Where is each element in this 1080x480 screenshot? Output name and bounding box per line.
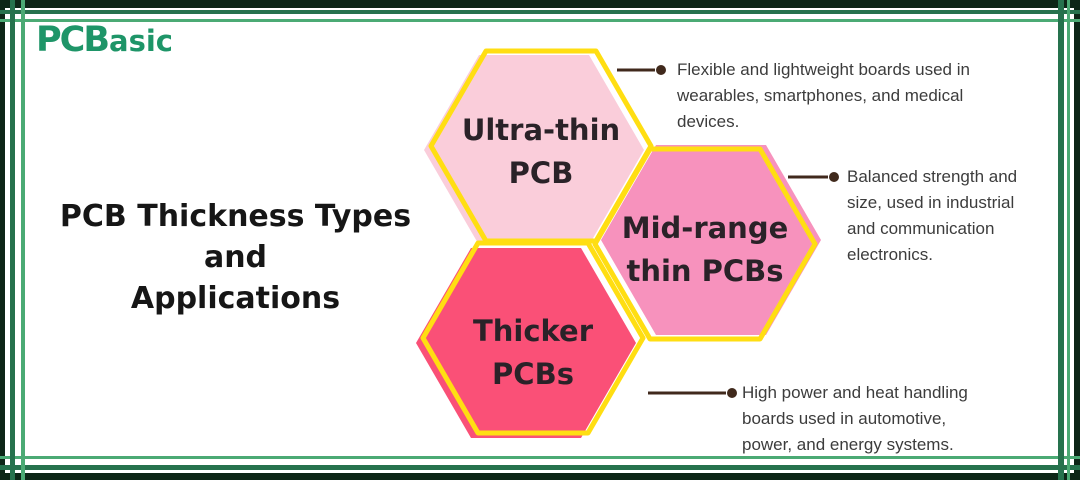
page-title-line1: PCB Thickness Types and — [59, 199, 412, 275]
frame-line-right-light — [1067, 0, 1070, 480]
description-thicker: High power and heat handling boards used… — [742, 380, 968, 458]
hexagon-thicker-label-line2: PCBs — [492, 357, 574, 391]
description-mid-range-line4: electronics. — [847, 245, 933, 264]
description-mid-range-line1: Balanced strength and — [847, 167, 1018, 186]
description-ultra-thin-line2: wearables, smartphones, and medical — [677, 86, 964, 105]
frame-edge-left — [0, 0, 5, 480]
pcbasic-logo: PCB asic — [36, 20, 173, 60]
frame-edge-bottom — [0, 473, 1080, 480]
connector-dot-thicker — [727, 388, 737, 398]
connector-dot-mid-range — [829, 172, 839, 182]
frame-edge-top — [0, 0, 1080, 8]
frame-line-left-dark — [10, 0, 15, 480]
description-thicker-line1: High power and heat handling — [742, 383, 968, 402]
frame-line-top-dark — [0, 10, 1080, 14]
description-mid-range-line2: size, used in industrial — [847, 193, 1015, 212]
hexagon-mid-range: Mid-range thin PCBs — [592, 145, 821, 342]
hexagon-mid-range-label-line1: Mid-range — [622, 211, 789, 245]
frame-line-top-light — [0, 19, 1080, 22]
description-ultra-thin-line1: Flexible and lightweight boards used in — [677, 60, 970, 79]
page-title: PCB Thickness Types and Applications — [28, 196, 443, 319]
hexagon-mid-range-outline — [592, 146, 818, 342]
hexagon-ultra-thin-fill — [424, 55, 644, 245]
hexagon-thicker-outline — [420, 240, 646, 436]
hexagon-ultra-thin-label-line2: PCB — [509, 156, 574, 190]
description-thicker-line3: power, and energy systems. — [742, 435, 954, 454]
frame-line-bottom-dark — [0, 465, 1080, 470]
frame-line-right-dark — [1058, 0, 1064, 480]
hexagon-ultra-thin-label-line1: Ultra-thin — [462, 113, 620, 147]
hexagon-mid-range-fill — [601, 145, 821, 335]
description-thicker-line2: boards used in automotive, — [742, 409, 947, 428]
hexagon-thicker-label-line1: Thicker — [473, 314, 594, 348]
logo-text-secondary: asic — [109, 24, 173, 58]
description-ultra-thin: Flexible and lightweight boards used in … — [677, 57, 970, 135]
frame-line-bottom-light — [0, 456, 1080, 459]
description-ultra-thin-line3: devices. — [677, 112, 740, 131]
page-title-line2: Applications — [130, 281, 341, 316]
hexagon-mid-range-label-line2: thin PCBs — [626, 254, 783, 288]
hexagon-thicker-fill — [416, 248, 636, 438]
frame-line-left-light — [21, 0, 25, 480]
connector-dot-ultra-thin — [656, 65, 666, 75]
hexagon-thicker: Thicker PCBs — [416, 240, 646, 438]
frame-edge-right — [1074, 0, 1080, 480]
description-mid-range-line3: and communication — [847, 219, 995, 238]
logo-text-primary: PCB — [36, 20, 110, 60]
description-mid-range: Balanced strength and size, used in indu… — [847, 164, 1017, 268]
